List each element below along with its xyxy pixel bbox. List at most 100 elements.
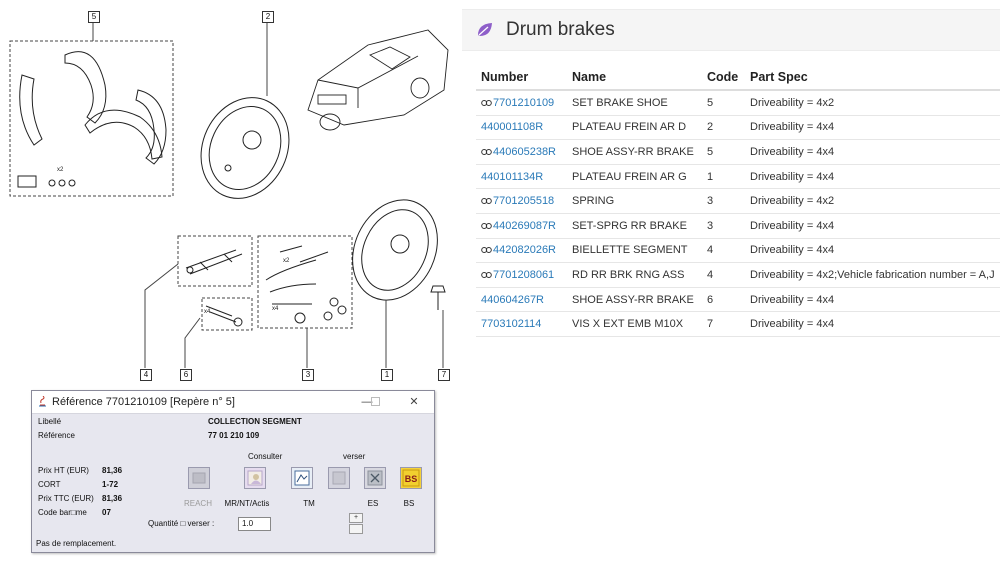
es-button[interactable] xyxy=(364,467,386,489)
part-number-link[interactable]: 7701210109 xyxy=(476,90,567,116)
part-name: SHOE ASSY-RR BRAKE xyxy=(567,139,702,165)
part-number-link[interactable]: 442082026R xyxy=(476,238,567,264)
bolt-7 xyxy=(430,285,446,310)
part-spec: Driveability = 4x2 xyxy=(745,90,1000,116)
label-verser: verser xyxy=(343,452,366,461)
ref-tag-1[interactable]: 1 xyxy=(381,369,393,381)
reference-dialog[interactable]: Référence 7701210109 [Repère n° 5] — ✕ L… xyxy=(31,390,435,553)
document-user-icon xyxy=(247,470,263,486)
part-name: SPRING xyxy=(567,188,702,214)
part-number-link[interactable]: 440605238R xyxy=(476,139,567,165)
part-spec: Driveability = 4x4 xyxy=(745,115,1000,141)
verser-disabled-button[interactable] xyxy=(328,467,350,489)
quantity-increment-button[interactable]: + xyxy=(349,513,363,523)
part-number-link[interactable]: 440001108R xyxy=(476,115,567,141)
reach-button[interactable] xyxy=(188,467,210,489)
backing-plate-2 xyxy=(200,97,290,199)
part-code: 4 xyxy=(702,262,745,288)
backing-plate-1-hub xyxy=(390,234,410,254)
value-cort: 1-72 xyxy=(102,480,119,489)
part-number-text[interactable]: 440605238R xyxy=(493,145,557,158)
linkage-parts xyxy=(185,249,243,275)
part-name: SET BRAKE SHOE xyxy=(567,90,702,116)
column-header-name: Name xyxy=(567,64,702,91)
ref-tag-6[interactable]: 6 xyxy=(180,369,192,381)
part-spec: Driveability = 4x4 xyxy=(745,287,1000,313)
part-number-link[interactable]: 7701208061 xyxy=(476,262,567,288)
group-5-box xyxy=(9,40,174,197)
maximize-icon xyxy=(370,397,380,406)
clip-3 xyxy=(68,179,76,187)
label-quantite: Quantité □ verser : xyxy=(148,519,215,528)
shoe-mid xyxy=(64,51,107,124)
label-prix-ttc: Prix TTC (EUR) xyxy=(38,494,94,503)
chain-link-icon xyxy=(481,99,492,106)
leader-6 xyxy=(184,317,201,368)
label-prix-ht: Prix HT (EUR) xyxy=(38,466,89,475)
part-number-text[interactable]: 7701208061 xyxy=(493,268,555,281)
mr-nt-actis-caption: MR/NT/Actis xyxy=(224,499,270,508)
part-name: PLATEAU FREIN AR D xyxy=(567,115,702,141)
ref-tag-7[interactable]: 7 xyxy=(438,369,450,381)
part-code: 7 xyxy=(702,311,745,337)
value-code-barre: 07 xyxy=(102,508,111,517)
part-number-link[interactable]: 440101134R xyxy=(476,164,567,190)
label-cort: CORT xyxy=(38,480,61,489)
part-number-text[interactable]: 440001108R xyxy=(481,121,544,134)
part-number-link[interactable]: 440269087R xyxy=(476,213,567,239)
part-number-text[interactable]: 7701205518 xyxy=(493,195,555,208)
maximize-button[interactable] xyxy=(362,393,388,411)
part-number-link[interactable]: 7703102114 xyxy=(476,311,567,337)
part-number-text[interactable]: 440269087R xyxy=(493,219,557,232)
tm-button[interactable] xyxy=(291,467,313,489)
column-header-number: Number xyxy=(476,64,567,91)
part-number-link[interactable]: 7701205518 xyxy=(476,188,567,214)
clip-2 xyxy=(58,179,66,187)
part-number-text[interactable]: 440604267R xyxy=(481,293,545,306)
diagram-drawing xyxy=(9,21,449,368)
manual-grey-icon xyxy=(332,471,346,485)
bs-button[interactable]: BS xyxy=(400,467,422,489)
part-number-text[interactable]: 440101134R xyxy=(481,170,544,183)
exploded-parts-diagram[interactable]: 5 2 4 6 3 1 7 x2 x2 x4 x4 xyxy=(0,0,460,390)
quantity-decrement-button[interactable] xyxy=(349,524,363,534)
parts-list-panel: Drum brakes Number Name Code Part Spec 7… xyxy=(462,0,1000,569)
chain-link-icon xyxy=(481,247,492,254)
part-number-text[interactable]: 442082026R xyxy=(493,244,557,257)
ref-tag-5[interactable]: 5 xyxy=(88,11,100,23)
part-number-link[interactable]: 440604267R xyxy=(476,287,567,313)
part-number-text[interactable]: 7703102114 xyxy=(481,318,542,331)
close-button[interactable]: ✕ xyxy=(409,396,419,408)
reach-icon xyxy=(192,472,206,484)
value-libelle: COLLECTION SEGMENT xyxy=(208,417,302,426)
ref-tag-4[interactable]: 4 xyxy=(140,369,152,381)
label-code-barre: Code bar□me xyxy=(38,508,87,517)
chain-link-icon xyxy=(481,271,492,278)
part-name: PLATEAU FREIN AR G xyxy=(567,164,702,190)
mr-nt-actis-button[interactable] xyxy=(244,467,266,489)
ref-tag-3[interactable]: 3 xyxy=(302,369,314,381)
part-code: 6 xyxy=(702,287,745,313)
reach-caption: REACH xyxy=(183,499,212,508)
label-libelle: Libellé xyxy=(38,417,62,426)
ref-tag-2[interactable]: 2 xyxy=(262,11,274,23)
dialog-titlebar[interactable]: Référence 7701210109 [Repère n° 5] — ✕ xyxy=(32,391,434,414)
qty-label-x4-pins: x4 xyxy=(204,309,211,315)
minimize-button[interactable]: — xyxy=(361,396,373,408)
quantity-input[interactable]: 1.0 xyxy=(238,517,271,531)
qty-label-x2-springs: x2 xyxy=(283,258,290,264)
vehicle-drawing xyxy=(307,29,449,131)
part-number-text[interactable]: 7701210109 xyxy=(493,96,555,109)
part-code: 3 xyxy=(702,188,745,214)
